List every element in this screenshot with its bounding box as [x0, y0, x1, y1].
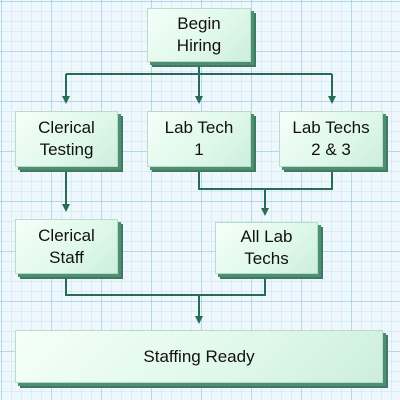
node-lab-techs-2-3: Lab Techs 2 & 3: [279, 111, 383, 167]
node-lab-tech-1-label: Lab Tech 1: [164, 118, 234, 159]
connector-begin-to-branches: [66, 62, 332, 75]
node-staffing-ready-label: Staffing Ready: [143, 346, 255, 366]
node-clerical-staff-label: Clerical Staff: [38, 225, 95, 267]
node-begin-hiring-label: Begin Hiring: [176, 14, 222, 55]
node-clerical-staff: Clerical Staff: [15, 219, 118, 274]
node-lab-techs-2-3-label: Lab Techs 2 & 3: [292, 118, 370, 159]
node-lab-tech-1: Lab Tech 1: [147, 111, 251, 167]
node-begin-hiring: Begin Hiring: [147, 8, 251, 62]
node-staffing-ready: Staffing Ready: [15, 330, 383, 383]
connector-lab-merge: [198, 167, 333, 190]
node-clerical-testing: Clerical Testing: [15, 111, 118, 167]
node-clerical-testing-label: Clerical Testing: [38, 118, 95, 159]
node-all-lab-techs-label: All Lab Techs: [240, 227, 293, 268]
node-all-lab-techs: All Lab Techs: [215, 222, 318, 274]
connector-final-merge: [65, 274, 266, 296]
